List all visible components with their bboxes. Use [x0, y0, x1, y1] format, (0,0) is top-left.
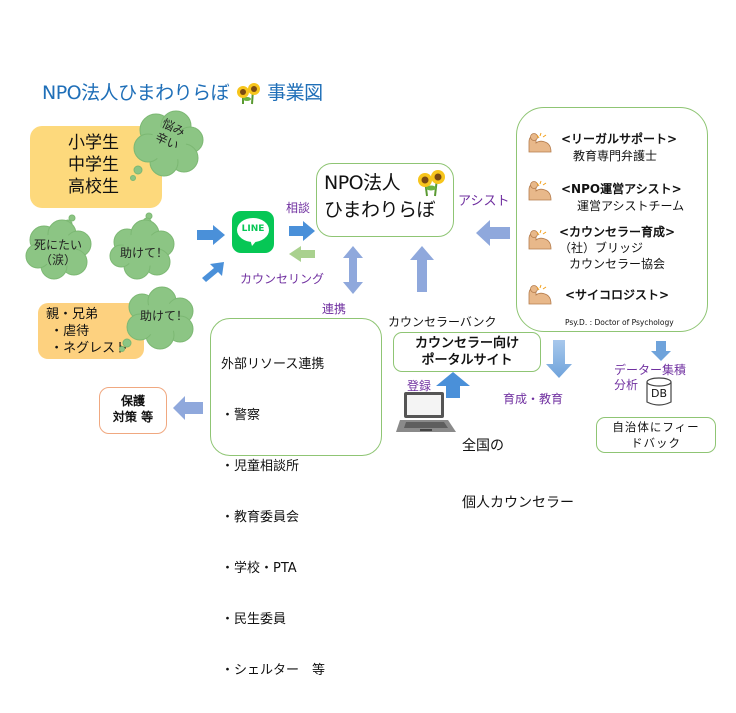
die-cloud-text: 死にたい （涙）	[30, 238, 86, 268]
children-line: 中学生	[68, 155, 119, 175]
thought-cloud-help-2	[119, 286, 194, 352]
protection-text: 保護 対策 等	[100, 393, 166, 425]
assist-sub: 運営アシストチーム	[577, 199, 685, 213]
cooperation-label: 連携	[322, 302, 347, 316]
arrow-up-icon	[436, 372, 470, 398]
external-item: ・警察	[221, 408, 261, 423]
children-line: 小学生	[68, 133, 119, 153]
register-label: 登録	[407, 379, 432, 393]
assist-box: <リーガルサポート> 教育専門弁護士 <NPO運営アシスト> 運営アシストチーム…	[516, 107, 708, 332]
psyd-footnote: Psy.D. : Doctor of Psychology	[565, 318, 674, 327]
arrow-right-icon	[289, 221, 315, 241]
arrow-up-icon	[410, 246, 434, 292]
title-text-main: NPO法人ひまわりらぼ	[42, 82, 230, 104]
npo-line: ひまわりらぼ	[324, 199, 436, 221]
children-list: 小学生 中学生 高校生	[68, 132, 119, 198]
data-analysis-line: 分析	[614, 378, 639, 392]
die-text: 死にたい	[33, 238, 82, 252]
flexed-arm-icon	[528, 229, 552, 250]
flexed-arm-icon	[528, 284, 552, 305]
help-cloud-text-2: 助けて！	[139, 309, 188, 323]
npo-box: NPO法人 ひまわりらぼ	[316, 163, 454, 237]
protection-line: 保護	[120, 394, 145, 408]
feedback-line: 自治体にフィー	[612, 420, 700, 434]
assist-sub: カウンセラー協会	[569, 257, 666, 271]
data-analysis-line: データー集積	[614, 363, 687, 377]
external-item: ・シェルター 等	[221, 663, 326, 678]
consult-label: 相談	[286, 201, 311, 215]
assist-sub: 教育専門弁護士	[573, 149, 658, 163]
die-text: （涙）	[39, 253, 76, 267]
national-counselors: 全国の 個人カウンセラー	[462, 399, 574, 532]
external-item: ・教育委員会	[221, 510, 300, 525]
sunflower-icon	[233, 82, 263, 105]
sunflower-icon	[418, 170, 445, 197]
arrow-right-icon	[197, 225, 225, 245]
external-title: 外部リソース連携	[221, 357, 325, 372]
arrow-down-icon	[546, 340, 572, 378]
diagram-title: NPO法人ひまわりらぼ 事業図	[42, 78, 323, 105]
arrow-left-icon	[289, 246, 315, 262]
flexed-arm-icon	[528, 180, 552, 201]
portal-line: ポータルサイト	[421, 353, 513, 368]
feedback-line: ドバック	[631, 436, 681, 450]
external-item: ・児童相談所	[221, 459, 300, 474]
assist-heading: <サイコロジスト>	[565, 288, 670, 302]
assist-label: アシスト	[458, 194, 510, 209]
counselor-bank-label: カウンセラーバンク	[388, 315, 497, 329]
laptop-icon	[396, 392, 456, 432]
arrow-up-right-icon	[202, 262, 224, 282]
training-label: 育成・教育	[503, 392, 564, 406]
external-resources-box: 外部リソース連携 ・警察 ・児童相談所 ・教育委員会 ・学校・PTA ・民生委員…	[210, 318, 382, 678]
arrow-up-down-icon	[343, 246, 363, 294]
line-app-icon[interactable]: LINE	[232, 211, 274, 253]
portal-line: カウンセラー向け	[414, 336, 519, 351]
db-label: DB	[650, 387, 668, 400]
assist-heading: <NPO運営アシスト>	[561, 182, 682, 196]
arrow-left-icon	[173, 396, 203, 420]
npo-name: NPO法人 ひまわりらぼ	[324, 170, 436, 224]
assist-sub: （社）ブリッジ	[559, 241, 644, 255]
assist-heading: <カウンセラー育成>	[559, 225, 676, 239]
family-box: 親・兄弟 ・虐待 ・ネグレスト	[38, 303, 144, 359]
external-item: ・民生委員	[221, 612, 287, 627]
arrow-down-icon	[651, 341, 671, 361]
protection-line: 対策 等	[112, 410, 154, 424]
family-list: 親・兄弟 ・虐待 ・ネグレスト	[46, 306, 128, 357]
protection-box: 保護 対策 等	[99, 387, 167, 434]
data-analysis-label: データー集積 分析	[614, 363, 686, 393]
assist-heading: <リーガルサポート>	[561, 132, 678, 146]
feedback-text: 自治体にフィー ドバック	[597, 419, 715, 451]
line-label: LINE	[241, 224, 265, 234]
speech-bubble-icon	[237, 218, 269, 246]
feedback-box: 自治体にフィー ドバック	[596, 417, 716, 453]
arrow-left-icon	[476, 220, 510, 246]
external-item: ・学校・PTA	[221, 561, 297, 576]
family-line: ・虐待	[46, 324, 90, 339]
portal-site-box[interactable]: カウンセラー向け ポータルサイト	[393, 332, 541, 372]
thought-cloud-worry	[130, 110, 204, 181]
external-list: 外部リソース連携 ・警察 ・児童相談所 ・教育委員会 ・学校・PTA ・民生委員…	[221, 322, 325, 713]
counseling-label: カウンセリング	[240, 272, 325, 286]
title-text-suffix: 事業図	[267, 82, 323, 104]
children-box: 小学生 中学生 高校生	[30, 126, 162, 208]
thought-cloud-help-1	[109, 212, 175, 280]
national-line: 個人カウンセラー	[462, 495, 574, 511]
family-line: 親・兄弟	[46, 307, 99, 322]
npo-line: NPO法人	[324, 172, 401, 194]
help-cloud-text-1: 助けて！	[119, 246, 168, 260]
portal-site-text: カウンセラー向け ポータルサイト	[394, 335, 540, 369]
thought-cloud-die	[25, 214, 92, 280]
children-line: 高校生	[68, 177, 119, 197]
national-line: 全国の	[462, 438, 504, 454]
flexed-arm-icon	[528, 132, 552, 153]
family-line: ・ネグレスト	[46, 341, 129, 356]
database-icon	[646, 377, 672, 406]
